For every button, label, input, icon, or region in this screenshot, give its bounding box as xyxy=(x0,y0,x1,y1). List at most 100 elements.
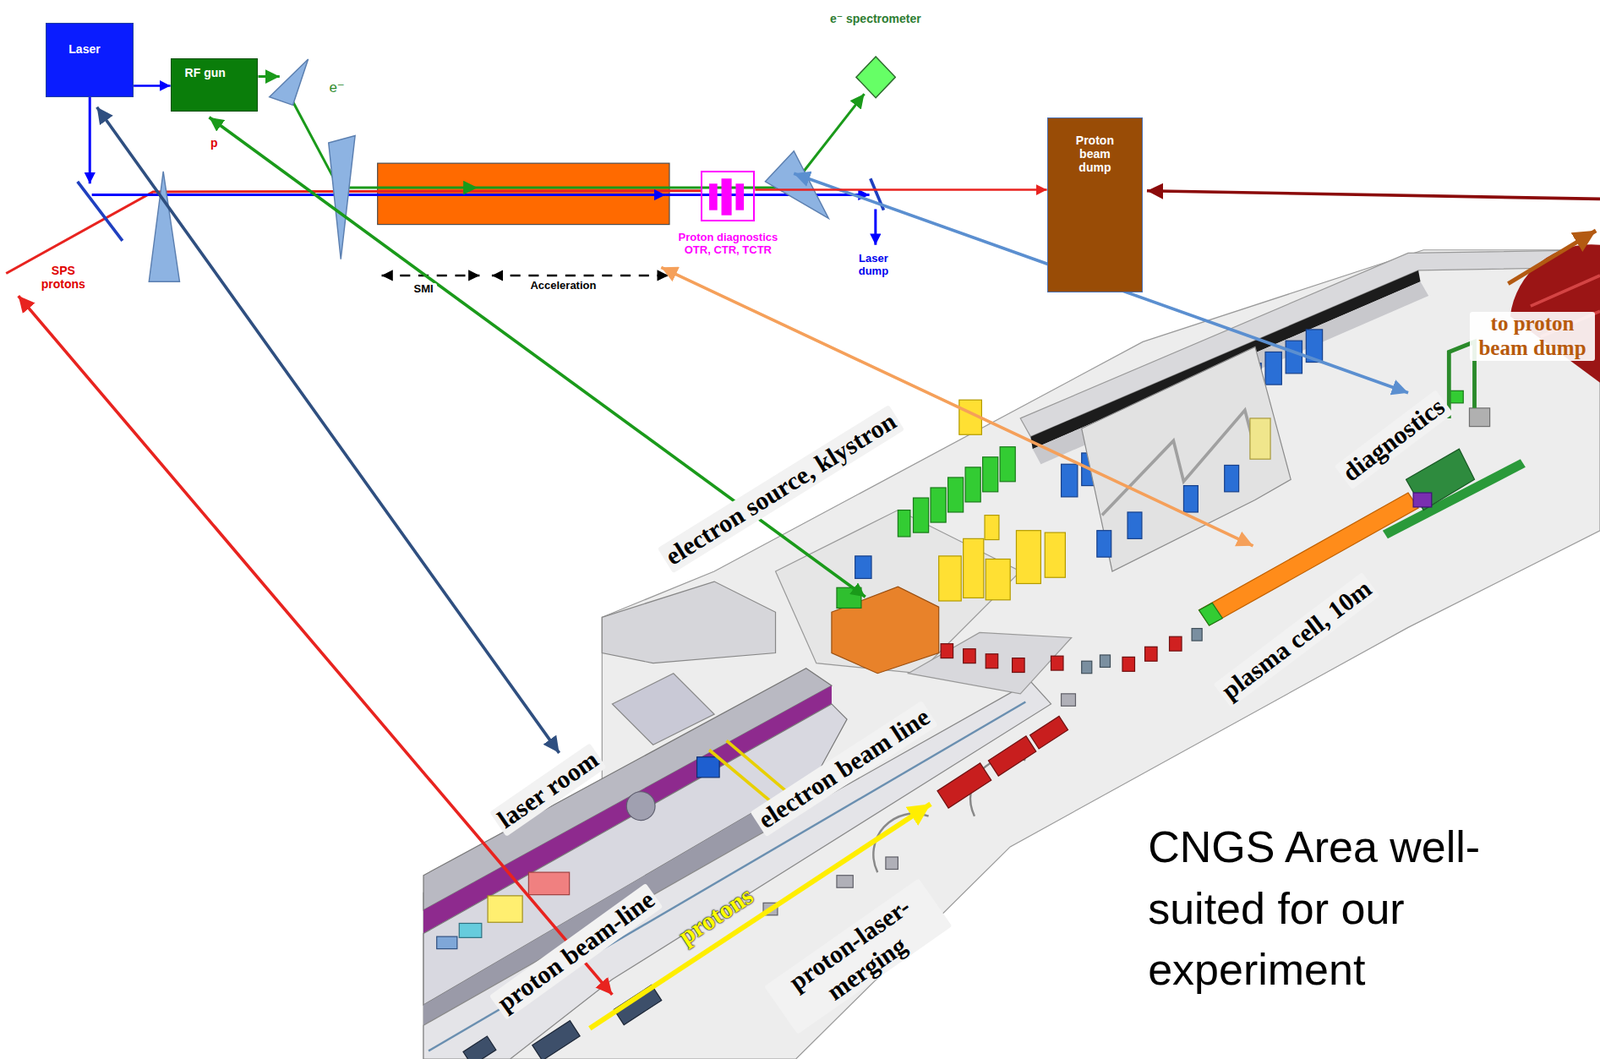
diagnostics-box xyxy=(1448,390,1464,403)
dump-label: Laser dump xyxy=(851,252,896,279)
cngs-tunnel-rendering xyxy=(423,244,1600,1059)
proton-tunnel xyxy=(423,681,1051,1059)
diagnostics-box xyxy=(1413,492,1432,508)
source-ramp xyxy=(601,581,776,664)
green-cabinet xyxy=(948,477,964,513)
electron-beam xyxy=(477,186,778,190)
rf-gun-box: RF gun xyxy=(170,58,259,112)
electron-device xyxy=(1081,660,1093,673)
shielding-bunker xyxy=(1081,346,1291,572)
yellow-cabinet xyxy=(963,538,984,598)
range-label: Acceleration xyxy=(526,279,600,293)
dark-magnet xyxy=(463,1036,497,1059)
tunnel-floor xyxy=(423,250,1600,1059)
proton-magnet xyxy=(937,763,992,809)
blue-cabinet xyxy=(1097,530,1112,557)
beamline-device xyxy=(836,875,853,888)
pale-cabinet xyxy=(1250,418,1271,459)
beam-connector xyxy=(133,84,170,88)
electron-magnet xyxy=(985,654,998,669)
laser-beam xyxy=(88,97,92,185)
correspondence-arrow xyxy=(208,117,865,597)
electron-device xyxy=(1191,628,1202,641)
laser-beam xyxy=(92,193,666,197)
area-label: laser room xyxy=(489,742,607,836)
electron-line-ramp xyxy=(907,632,1071,694)
area-label: proton-laser-merging xyxy=(764,878,952,1034)
area-label: electron beam line xyxy=(750,700,939,837)
diagnostics-screen xyxy=(735,183,744,210)
electron-device xyxy=(1099,655,1110,667)
dipole-magnet xyxy=(269,59,309,105)
area-label: diagnostics xyxy=(1333,389,1453,490)
laser-table xyxy=(458,922,482,938)
beam-connector xyxy=(754,188,1047,192)
correspondence-arrow xyxy=(18,107,1600,1029)
green-cabinet xyxy=(913,497,929,533)
diamond-outline xyxy=(855,55,896,99)
beam-symbol: e⁻ xyxy=(328,79,345,97)
correspondence-arrow xyxy=(1507,230,1596,284)
diagnostics-screen xyxy=(709,183,718,210)
beam-symbol: p xyxy=(210,136,219,150)
green-cabinet xyxy=(897,510,910,537)
yellow-cabinet xyxy=(939,399,1066,601)
beamline-device xyxy=(885,857,898,869)
diagnostics-screen xyxy=(709,178,744,215)
diagnostics-chamber xyxy=(1406,448,1475,510)
proton-diagnostics-box: Proton diagnostics OTR, CTR, TCTR xyxy=(700,170,755,222)
dipole-magnet xyxy=(764,151,829,219)
correspondence-arrow xyxy=(1146,191,1600,200)
green-cabinet xyxy=(999,447,1016,482)
blue-block xyxy=(855,556,872,579)
diagnostics-box xyxy=(1468,408,1490,427)
green-cabinet xyxy=(982,457,999,492)
area-label: electron source, klystron xyxy=(657,404,905,574)
beam-pipe xyxy=(428,702,1026,1052)
electron-magnet xyxy=(940,644,953,659)
electron-magnet xyxy=(940,636,1182,672)
laser-box: Laser xyxy=(45,22,134,98)
blue-cabinet xyxy=(1265,351,1282,385)
green-cabinet xyxy=(965,467,981,503)
beam-source-label: SPS protons xyxy=(33,263,93,291)
electron-magnet xyxy=(1050,655,1063,671)
electron-magnet xyxy=(1169,636,1182,651)
beamline-device xyxy=(1061,693,1076,706)
laser-table xyxy=(436,936,458,949)
blue-cabinet xyxy=(1061,464,1078,497)
electron-magnet xyxy=(1145,646,1158,661)
proton-magnet xyxy=(937,715,1069,809)
node-text: RF gun xyxy=(185,65,257,80)
electron-beam xyxy=(257,75,279,78)
range-label: SMI xyxy=(410,283,437,296)
dipole-magnet xyxy=(328,136,355,260)
area-label: proton beam-line xyxy=(489,883,663,1021)
area-label: plasma cell, 10m xyxy=(1213,572,1381,708)
electron-device xyxy=(1081,628,1202,674)
acceleration-range xyxy=(491,274,669,277)
laser-box xyxy=(697,757,721,778)
laser-table xyxy=(487,895,523,923)
direction-label: to proton beam dump xyxy=(1469,311,1595,361)
plasma-cell-model xyxy=(1199,492,1420,626)
electron-magnet xyxy=(1122,656,1135,672)
blue-cabinet xyxy=(1097,464,1240,557)
electron-beam xyxy=(802,93,865,174)
electron-beam xyxy=(289,95,478,188)
proton-beam-dump-box: Proton beam dump xyxy=(1047,117,1143,294)
klystron xyxy=(831,586,940,674)
spectrometer-diamond: e⁻ spectrometer xyxy=(855,55,896,99)
correspondence-arrow xyxy=(18,295,613,995)
bunker-zigzag xyxy=(1102,409,1258,515)
laser-tank xyxy=(626,791,656,821)
slide-statement: CNGS Area well-suited for our experiment xyxy=(1147,816,1520,1001)
yellow-cabinet xyxy=(985,559,1011,601)
yellow-cabinet xyxy=(1015,530,1041,585)
electron-magnet xyxy=(963,649,976,664)
dark-magnet xyxy=(532,1021,580,1059)
yellow-cabinet xyxy=(1044,532,1065,578)
yellow-cabinet xyxy=(984,515,1000,541)
blue-cabinet xyxy=(1285,340,1302,374)
